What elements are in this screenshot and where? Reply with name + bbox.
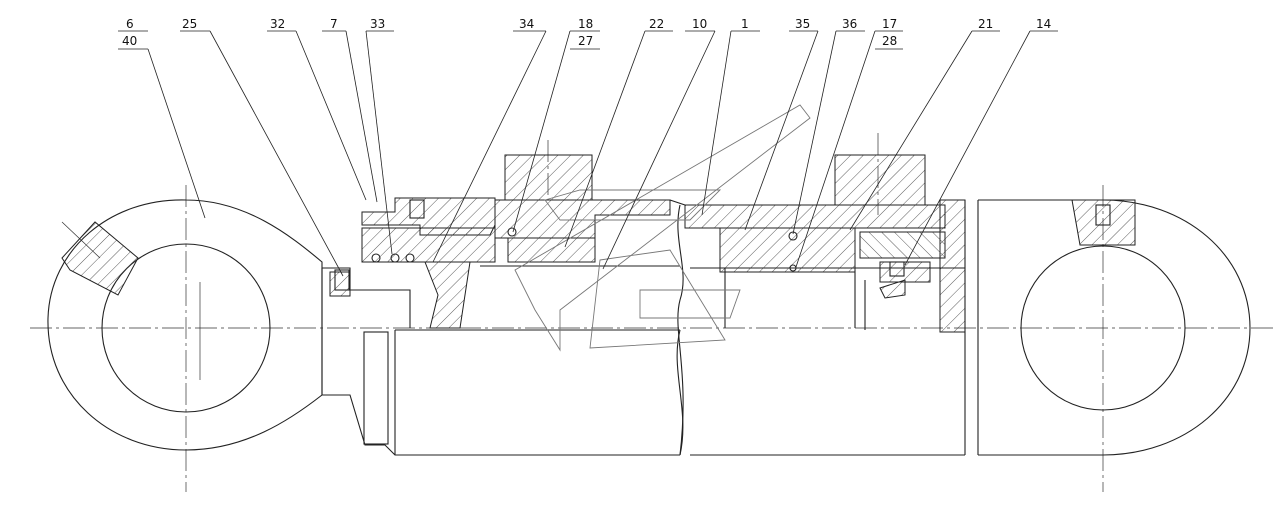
callout-34: 34 (519, 17, 534, 31)
callout-25: 25 (182, 17, 197, 31)
callout-21: 21 (978, 17, 993, 31)
rod-eye-left (47, 199, 323, 451)
callout-35: 35 (795, 17, 810, 31)
callout-10: 10 (692, 17, 707, 31)
watermark-logo (514, 104, 811, 352)
callout-22: 22 (649, 17, 664, 31)
callout-leaders (118, 30, 1058, 277)
piston-rod (321, 267, 684, 456)
callout-36: 36 (842, 17, 857, 31)
callout-1: 1 (741, 17, 749, 31)
callout-6: 6 (126, 17, 134, 31)
callout-14: 14 (1036, 17, 1051, 31)
callout-33: 33 (370, 17, 385, 31)
callout-17: 17 (882, 17, 897, 31)
callout-27: 27 (578, 34, 593, 48)
callout-28: 28 (882, 34, 897, 48)
piston (859, 231, 946, 330)
ports (504, 154, 926, 206)
callout-7: 7 (330, 17, 338, 31)
callout-labels: 6 40 25 32 7 33 34 18 27 22 10 1 35 36 1… (122, 17, 1051, 48)
center-axis-lines (30, 133, 1275, 492)
callout-40: 40 (122, 34, 137, 48)
clevis-right (978, 199, 1251, 456)
callout-32: 32 (270, 17, 285, 31)
callout-18: 18 (578, 17, 593, 31)
gland-head (334, 197, 496, 329)
